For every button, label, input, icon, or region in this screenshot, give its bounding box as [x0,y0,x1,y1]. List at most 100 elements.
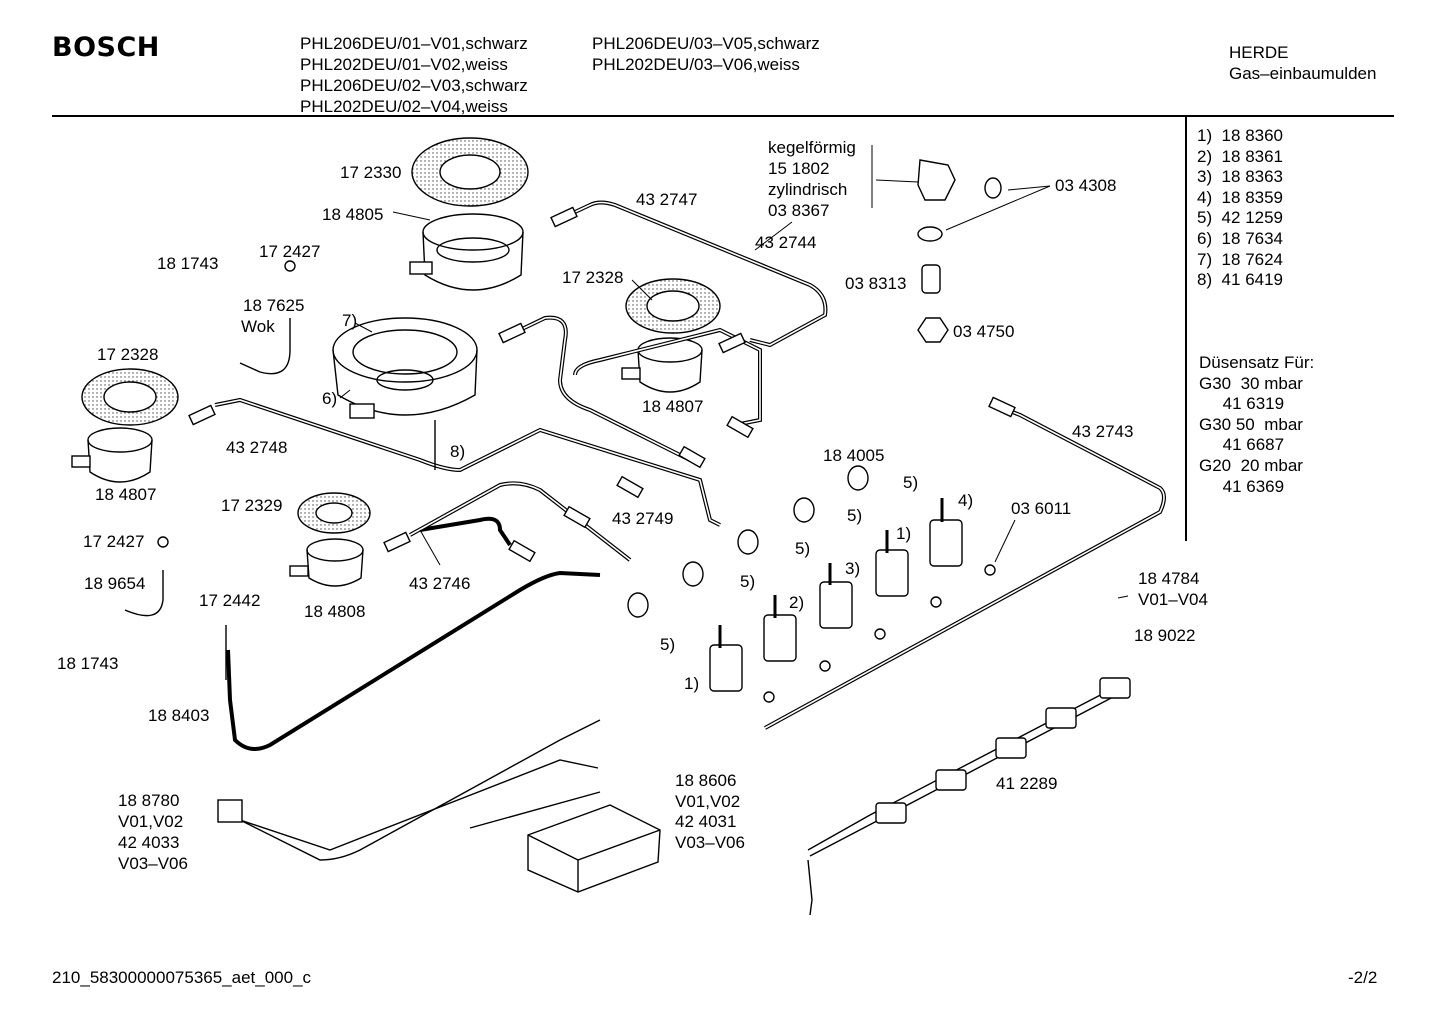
leader-lines [339,145,1129,599]
legend-item: 7) 18 7624 [1197,249,1284,269]
model-line: PHL206DEU/02–V03,schwarz [300,76,528,95]
label-038367: 03 8367 [768,201,830,220]
label-172329: 17 2329 [221,496,283,515]
parts-legend: 1) 18 8360 2) 18 8361 3) 18 8363 4) 18 8… [1197,126,1283,291]
legend-item: 4) 18 8359 [1197,187,1284,207]
pipe-fittings [188,206,1016,563]
label-181743-top: 18 1743 [157,254,219,273]
label-172442: 17 2442 [199,591,261,610]
label-ref-5e: 5) [660,635,676,654]
label-ref-8: 8) [450,442,466,461]
label-ref-5c: 5) [795,539,811,558]
label-kegelfoermig: kegelförmig [768,138,856,157]
elbow-fitting [917,159,1002,343]
ignition-module [527,804,661,893]
category-title: HERDE [1229,43,1289,62]
label-036011: 03 6011 [1011,499,1072,518]
label-172328-right: 17 2328 [562,268,624,287]
label-188780: 18 8780 [118,791,180,810]
label-034750: 03 4750 [953,322,1015,341]
label-v03v06-a: V03–V06 [675,833,745,852]
label-v03v06-b: V03–V06 [118,854,188,873]
nozzle-row: 41 6369 [1199,476,1285,496]
label-184807-left: 18 4807 [95,485,157,504]
page-number: -2/2 [1348,968,1378,987]
label-181743-bottom: 18 1743 [57,654,119,673]
label-424033: 42 4033 [118,833,180,852]
model-line: PHL202DEU/03–V06,weiss [592,55,800,74]
legend-item: 6) 18 7634 [1197,228,1284,248]
burner-housing-184807-left [71,427,153,483]
nozzle-row: G30 30 mbar [1199,373,1303,393]
label-ref-4: 4) [958,491,974,510]
label-ref-5a: 5) [903,473,919,492]
burner-housing-184807-right [621,337,703,393]
model-line: PHL206DEU/03–V05,schwarz [592,34,820,53]
nozzle-row: 41 6687 [1199,435,1285,455]
label-wok: Wok [241,317,275,336]
label-432747: 43 2747 [636,190,698,209]
model-line: PHL206DEU/01–V01,schwarz [300,34,528,53]
nozzle-row: G20 20 mbar [1199,455,1303,475]
nozzle-sleeves [627,465,869,618]
gas-pipes-inner [214,201,1165,729]
nozzle-title: Düsensatz Für: [1199,353,1315,372]
label-172328-left: 17 2328 [97,345,159,364]
model-list-1: PHL206DEU/01–V01,schwarz PHL202DEU/01–V0… [300,33,528,117]
brand-logo: BOSCH [52,32,160,63]
tap-spindles [718,498,944,648]
label-184807-right: 18 4807 [642,397,704,416]
label-038313: 03 8313 [845,274,907,293]
label-187625: 18 7625 [243,296,305,315]
label-ref-7: 7) [342,311,358,330]
nozzle-row: G30 50 mbar [1199,414,1303,434]
ignition-wires [239,719,601,861]
wok-burner-187624 [332,317,478,419]
model-line: PHL202DEU/01–V02,weiss [300,55,508,74]
burner-cover-172329 [297,492,371,534]
nozzle-row: 41 6319 [1199,394,1285,414]
label-v01-v04: V01–V04 [1138,590,1208,609]
label-ref-6: 6) [322,389,338,408]
legend-item: 8) 41 6419 [1197,270,1284,290]
label-ref-1a: 1) [896,524,912,543]
burner-cover-172330 [411,137,529,207]
label-ref-1b: 1) [684,674,700,693]
nozzle-legend: Düsensatz Für: G30 30 mbar 41 6319 G30 5… [1199,353,1314,497]
label-ref-5d: 5) [740,572,756,591]
connector-188780 [217,799,243,823]
label-ref-2: 2) [789,593,805,612]
label-v01v02-b: V01,V02 [118,812,184,831]
label-189654: 18 9654 [84,574,146,593]
burner-housing-184805 [409,213,524,291]
label-412289: 41 2289 [996,774,1058,793]
ignition-harness [807,689,1116,916]
label-zylindrisch: zylindrisch [768,180,848,199]
label-184805: 18 4805 [322,205,384,224]
label-432749: 43 2749 [612,509,674,528]
thermocouples [124,318,436,680]
label-ref-3: 3) [845,559,861,578]
model-list-2: PHL206DEU/03–V05,schwarz PHL202DEU/03–V0… [592,33,820,75]
legend-item: 1) 18 8360 [1197,126,1284,145]
label-034308: 03 4308 [1055,176,1117,195]
label-172330: 17 2330 [340,163,402,182]
burner-cover-172328-left [81,368,179,426]
label-432743: 43 2743 [1072,422,1134,441]
label-188403: 18 8403 [148,706,210,725]
label-184784: 18 4784 [1138,569,1200,588]
category-subtitle: Gas–einbaumulden [1229,64,1377,83]
gas-taps [709,519,963,692]
legend-item: 3) 18 8363 [1197,167,1284,187]
label-424031: 42 4031 [675,812,737,831]
header-rule [52,115,1394,117]
burner-cover-172328-right [625,278,721,334]
label-151802: 15 1802 [768,159,830,178]
label-189022: 18 9022 [1134,626,1196,645]
category-block: HERDE Gas–einbaumulden [1229,42,1376,84]
label-ref-5b: 5) [847,506,863,525]
label-184808: 18 4808 [304,602,366,621]
legend-item: 5) 42 1259 [1197,208,1284,228]
small-rings [157,260,996,703]
